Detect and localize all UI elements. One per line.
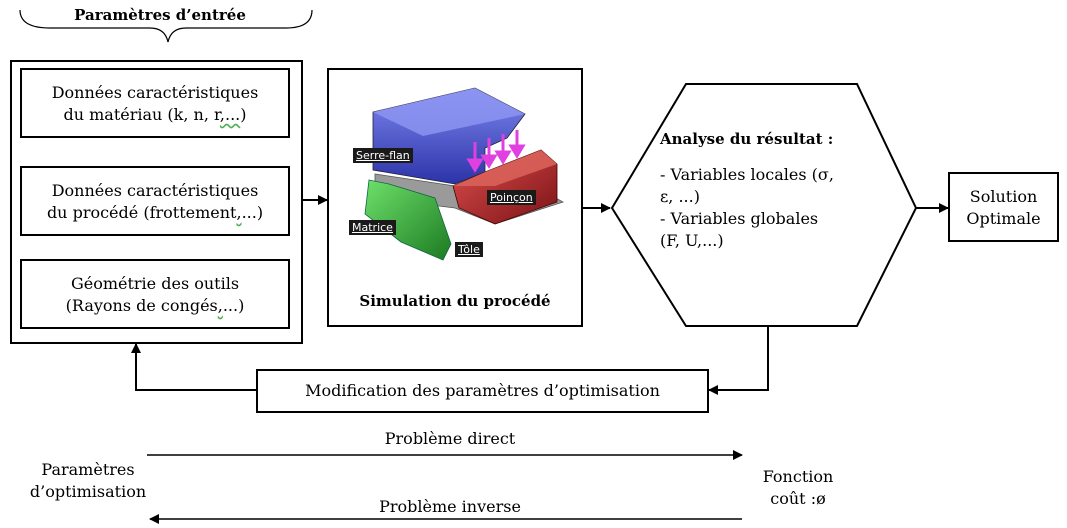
inputs-container: Données caractéristiques du matériau (k,… bbox=[10, 60, 303, 344]
inverse-problem-label: Problème inverse bbox=[379, 497, 521, 516]
solution-box: Solution Optimale bbox=[948, 172, 1059, 242]
geometry-line2: (Rayons de congés,...) bbox=[22, 295, 288, 317]
direct-problem-label: Problème direct bbox=[384, 429, 516, 448]
material-line2: du matériau (k, n, r,...) bbox=[22, 104, 288, 126]
simulation-caption: Simulation du procédé bbox=[359, 292, 551, 310]
label-serre-flan: Serre-flan bbox=[353, 148, 413, 163]
die-shape bbox=[364, 179, 452, 261]
label-matrice: Matrice bbox=[349, 220, 396, 235]
geometry-line2-end: ...) bbox=[222, 296, 245, 315]
geometry-line1: Géométrie des outils bbox=[70, 274, 240, 293]
arrow-modification-to-inputs bbox=[131, 343, 256, 391]
analysis-hexagon bbox=[610, 83, 918, 327]
modification-box: Modification des paramètres d’optimisati… bbox=[256, 369, 709, 413]
process-line2-wavy: , bbox=[236, 203, 242, 222]
simulation-box: Serre-flan Poinçon Matrice Tôle Simulati… bbox=[327, 68, 583, 327]
analysis-title: Analyse du résultat : bbox=[660, 130, 834, 148]
solution-line1: Solution bbox=[969, 187, 1038, 206]
material-line2-text: du matériau (k, n, r bbox=[63, 105, 220, 124]
material-line2-end: ) bbox=[240, 105, 247, 124]
process-line2-end: ...) bbox=[241, 203, 264, 222]
material-line1: Données caractéristiques bbox=[51, 83, 259, 102]
analysis-line1: - Variables locales (σ, bbox=[660, 165, 834, 184]
geometry-line2-text: (Rayons de congés bbox=[65, 296, 218, 315]
geometry-data-box: Géométrie des outils (Rayons de congés,.… bbox=[20, 259, 290, 329]
process-line2-text: du procédé (frottement bbox=[46, 203, 237, 222]
material-line2-wavy: ,... bbox=[219, 105, 241, 124]
analysis-content: Analyse du résultat : - Variables locale… bbox=[660, 128, 880, 252]
force-arrows bbox=[466, 130, 526, 173]
inputs-title: Paramètres d’entrée bbox=[74, 6, 246, 24]
input-brace bbox=[19, 9, 313, 43]
analysis-line4: (F, U,...) bbox=[660, 231, 724, 250]
analysis-line3: - Variables globales bbox=[660, 209, 819, 228]
label-poincon: Poinçon bbox=[487, 190, 536, 205]
material-data-box: Données caractéristiques du matériau (k,… bbox=[20, 68, 290, 138]
cost-function-line1: Fonction bbox=[762, 467, 834, 486]
arrow-analysis-to-modification bbox=[708, 326, 769, 395]
cost-function-line2: coût :ø bbox=[770, 489, 826, 508]
process-data-box: Données caractéristiques du procédé (fro… bbox=[20, 166, 290, 236]
cost-function-label: Fonction coût :ø bbox=[738, 466, 858, 510]
opt-params-line1: Paramètres bbox=[41, 460, 135, 479]
label-tole: Tôle bbox=[455, 242, 483, 257]
process-line1: Données caractéristiques bbox=[51, 181, 259, 200]
opt-params-line2: d’optimisation bbox=[29, 482, 147, 501]
modification-label: Modification des paramètres d’optimisati… bbox=[305, 381, 660, 400]
simulation-image bbox=[364, 87, 564, 261]
solution-line2: Optimale bbox=[966, 209, 1041, 228]
analysis-line2: ε, ...) bbox=[660, 187, 700, 206]
geometry-line2-wavy: , bbox=[217, 296, 223, 315]
process-line2: du procédé (frottement,...) bbox=[22, 202, 288, 224]
optimization-parameters-label: Paramètres d’optimisation bbox=[18, 459, 158, 503]
